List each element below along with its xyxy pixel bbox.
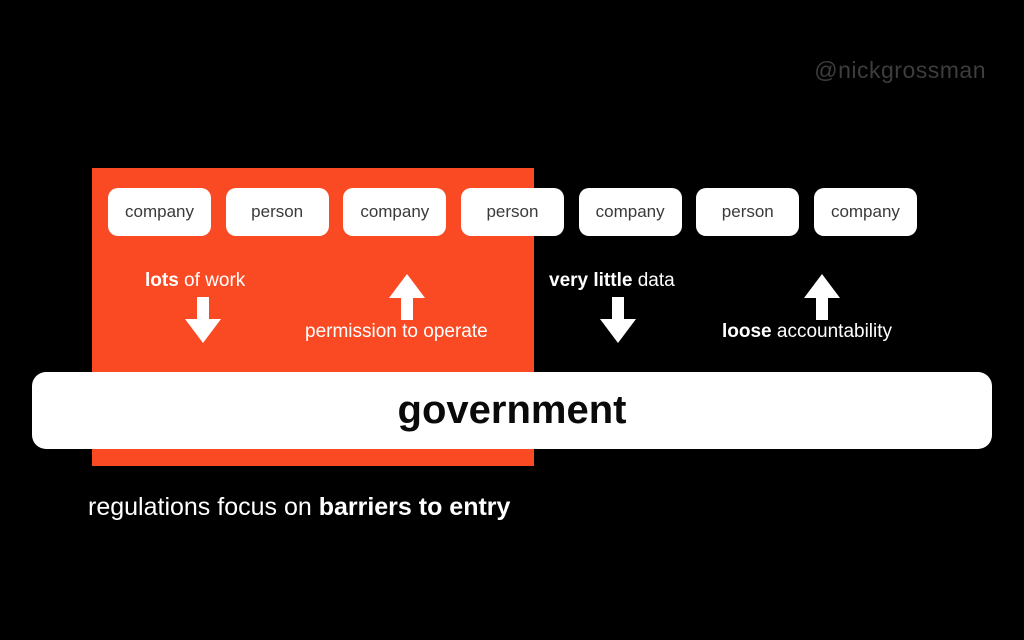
caption-regular-text: regulations focus on bbox=[88, 493, 319, 521]
entity-box-person-3: person bbox=[696, 188, 800, 236]
annotation-permission-to-operate: permission to operate bbox=[305, 321, 488, 343]
entity-box-company-1: company bbox=[108, 188, 211, 236]
entity-box-label: person bbox=[486, 202, 539, 221]
caption: regulations focus on barriers to entry bbox=[88, 493, 510, 522]
entity-row: company person company person company pe… bbox=[108, 188, 917, 236]
entity-box-company-3: company bbox=[578, 188, 682, 236]
entity-box-label: company bbox=[125, 202, 194, 221]
annotation-bold-text: loose bbox=[722, 321, 772, 342]
annotation-lots-of-work: lots of work bbox=[145, 270, 245, 292]
entity-box-person-2: person bbox=[460, 188, 564, 236]
annotation-bold-text: very little bbox=[549, 270, 633, 291]
up-arrow-icon bbox=[802, 274, 842, 320]
annotation-regular-text: data bbox=[632, 270, 675, 291]
entity-box-label: person bbox=[251, 202, 304, 221]
entity-box-label: company bbox=[595, 202, 665, 221]
author-handle: @nickgrossman bbox=[814, 57, 986, 83]
annotation-very-little-data: very little data bbox=[549, 270, 675, 292]
down-arrow-icon bbox=[598, 297, 638, 343]
down-arrow-icon bbox=[183, 297, 223, 343]
annotation-regular-text: accountability bbox=[771, 321, 893, 342]
government-label: government bbox=[397, 388, 627, 432]
entity-box-label: company bbox=[830, 202, 900, 221]
annotation-bold-text: lots bbox=[145, 270, 179, 291]
annotation-regular-text: of work bbox=[178, 270, 246, 291]
entity-box-label: company bbox=[360, 202, 430, 221]
caption-bold-text: barriers to entry bbox=[318, 493, 511, 521]
entity-box-person-1: person bbox=[225, 188, 329, 236]
annotation-regular-text: permission to operate bbox=[305, 321, 488, 342]
entity-box-company-2: company bbox=[343, 188, 447, 236]
entity-box-company-4: company bbox=[813, 188, 917, 236]
annotation-loose-accountability: loose accountability bbox=[722, 321, 892, 343]
entity-box-label: person bbox=[721, 202, 774, 221]
up-arrow-icon bbox=[387, 274, 427, 320]
government-bar: government bbox=[32, 372, 992, 449]
